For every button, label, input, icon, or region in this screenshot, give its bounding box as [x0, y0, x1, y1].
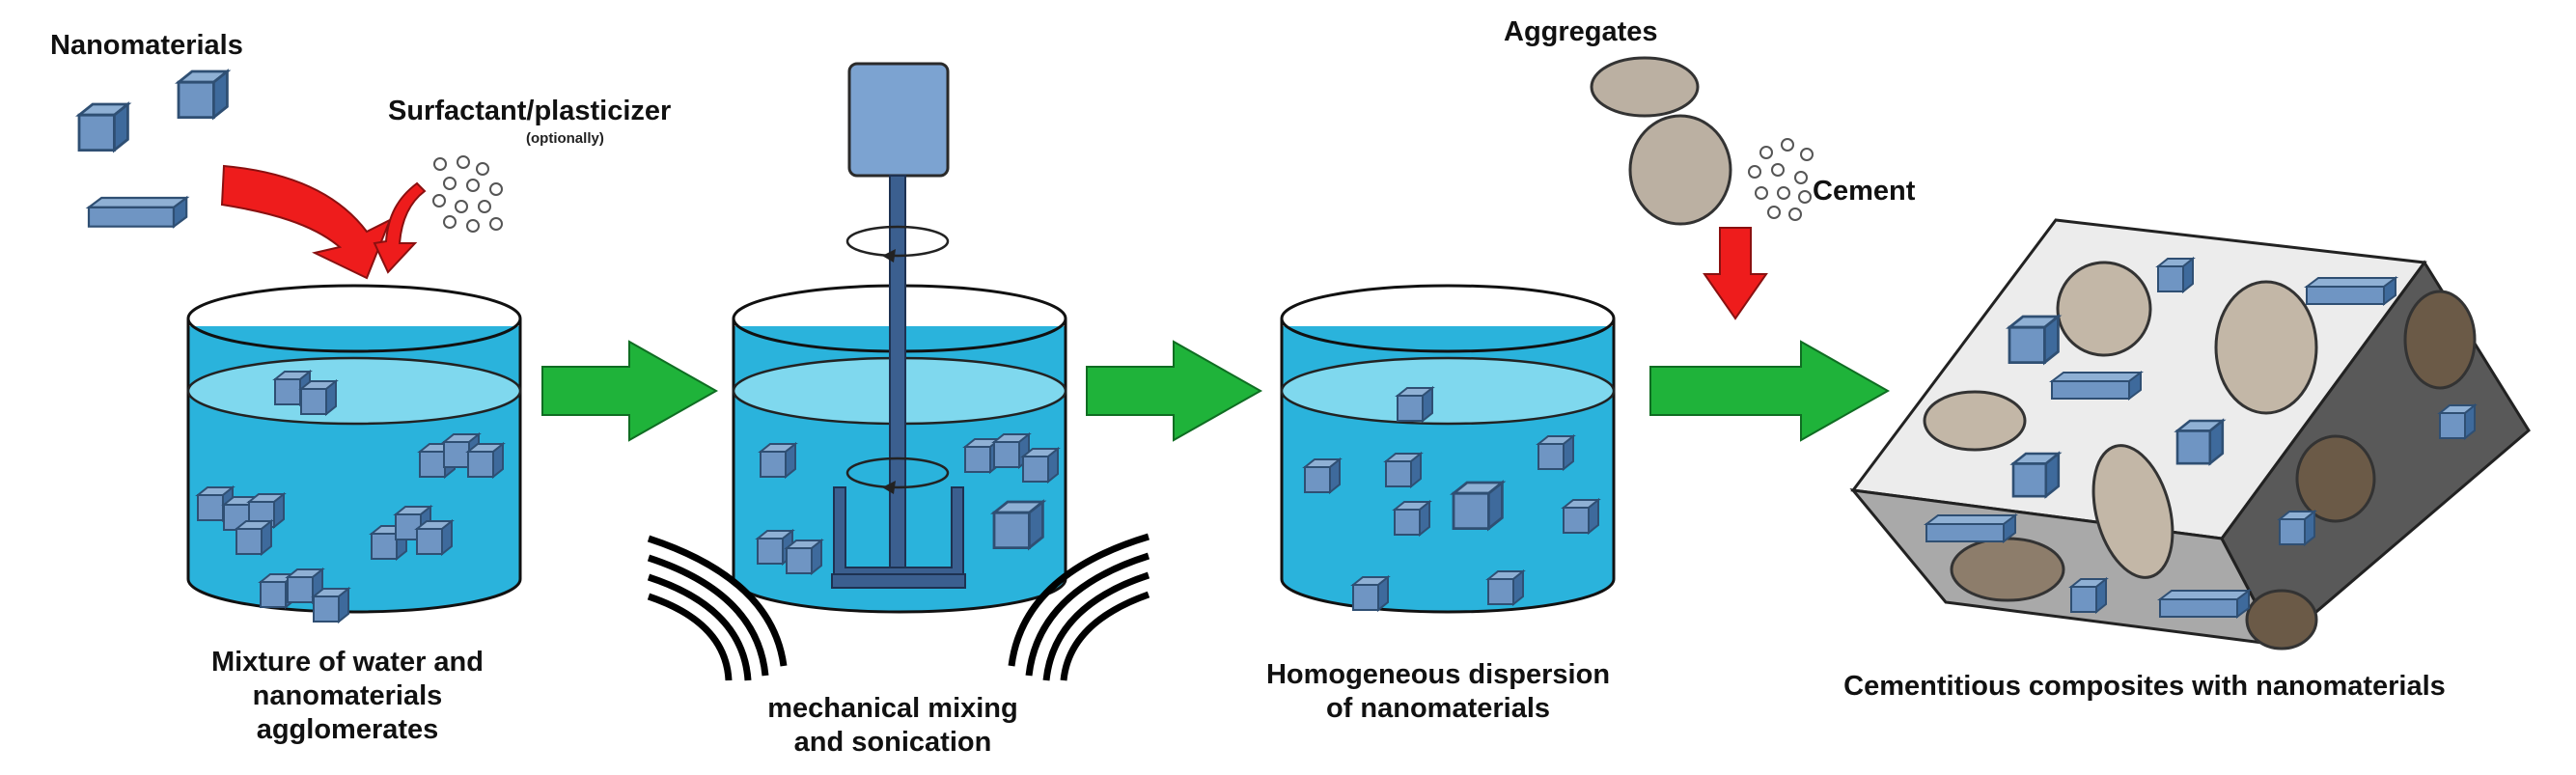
surfactant-input-arrow: [373, 181, 427, 274]
stage3-caption-line2: of nanomaterials: [1326, 693, 1550, 724]
stage3-caption-line1: Homogeneous dispersion: [1266, 659, 1610, 690]
aggregate-particles: [1590, 56, 1732, 226]
flow-arrow-1: [541, 340, 719, 442]
stage3-caption: Homogeneous dispersion of nanomaterials: [1266, 659, 1610, 724]
stage1-caption: Mixture of water and nanomaterials agglo…: [211, 647, 484, 745]
flow-arrow-3: [1649, 340, 1891, 442]
stage1-caption-line2: nanomaterials: [253, 680, 443, 711]
surfactant-label: Surfactant/plasticizer: [388, 96, 671, 126]
nanomaterial-cubes: [77, 69, 229, 228]
mixer-motor: [847, 62, 950, 178]
beaker-dispersed: [1280, 284, 1616, 614]
cement-label: Cement: [1813, 176, 1916, 207]
nanomaterial-cube: [77, 102, 129, 152]
stage1-caption-line1: Mixture of water and: [211, 647, 484, 678]
rotation-arrow-icon: [845, 225, 950, 494]
stage4-caption: Cementitious composites with nanomateria…: [1843, 671, 2446, 702]
nanomaterial-input-arrow: [220, 164, 392, 280]
aggregate-input-arrow: [1703, 227, 1768, 320]
aggregate-particle: [1628, 114, 1732, 226]
mixer-shaft: [889, 175, 906, 587]
stage1-caption-line3: agglomerates: [257, 714, 439, 745]
nanomaterial-plate: [87, 196, 188, 228]
surfactant-particles: [432, 155, 503, 233]
beaker-agglomerates: [186, 284, 522, 623]
embedded-aggregates: [1923, 261, 2477, 650]
stage2-caption: mechanical mixing and sonication: [767, 693, 1018, 758]
aggregates-label: Aggregates: [1504, 16, 1658, 47]
aggregate-particle: [1590, 56, 1700, 118]
optionally-label: (optionally): [526, 130, 604, 147]
sound-wave-icon: [647, 533, 1150, 681]
flow-arrow-2: [1086, 340, 1263, 442]
stage2-caption-line2: and sonication: [794, 727, 992, 758]
cementitious-composite-block: [1849, 218, 2531, 650]
nanomaterials-label: Nanomaterials: [50, 30, 243, 61]
cement-particles: [1748, 138, 1814, 221]
stage2-caption-line1: mechanical mixing: [767, 693, 1018, 724]
input-arrows: [220, 164, 427, 280]
nanomaterial-cube: [177, 69, 229, 119]
